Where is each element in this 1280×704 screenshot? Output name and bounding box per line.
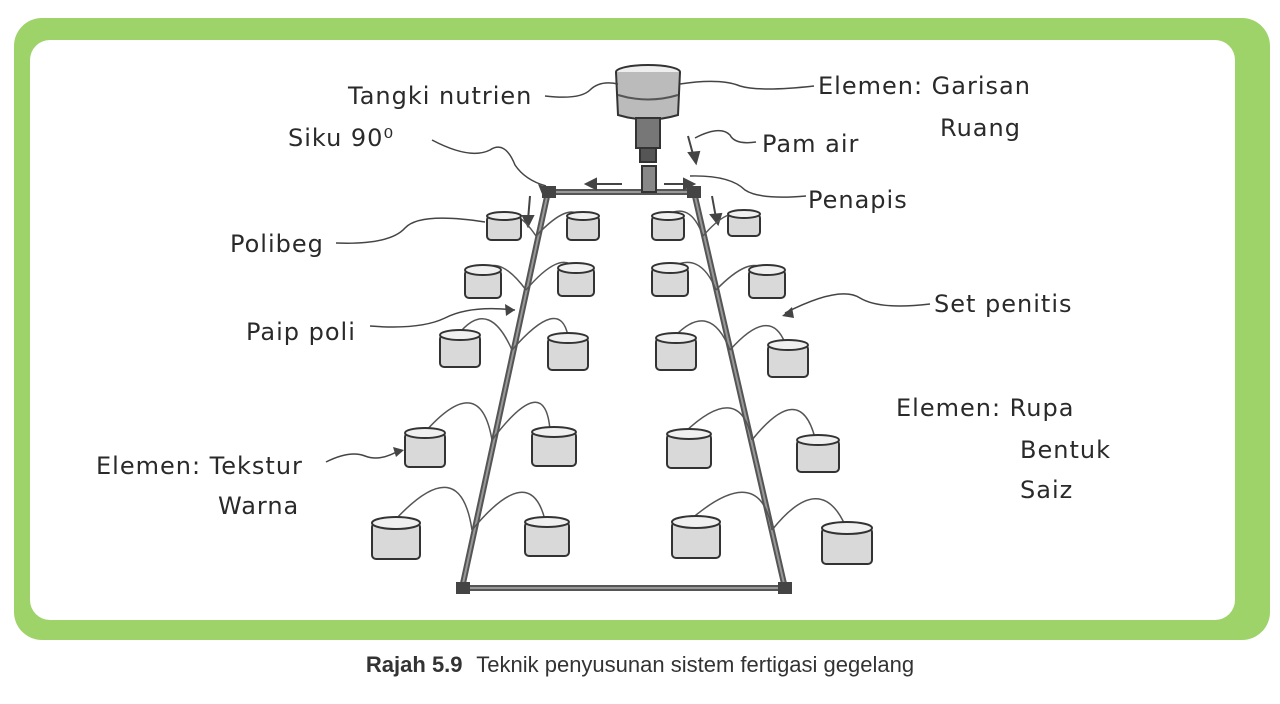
elbow-joint-top-right — [687, 186, 701, 198]
label-bentuk: Bentuk — [1020, 436, 1111, 464]
polybag — [486, 211, 522, 241]
polybag — [524, 516, 570, 557]
polybag — [531, 426, 577, 467]
polybag — [651, 211, 685, 241]
polybag — [547, 332, 589, 371]
white-panel — [30, 40, 1235, 620]
label-set-penitis: Set penitis — [934, 290, 1073, 318]
label-siku: Siku 90⁰ — [288, 124, 394, 152]
fertigation-diagram: Tangki nutrien Siku 90⁰ Elemen: Garisan … — [14, 18, 1270, 640]
label-tangki-nutrien: Tangki nutrien — [347, 82, 532, 110]
caption-text: Teknik penyusunan sistem fertigasi gegel… — [476, 652, 915, 677]
label-warna: Warna — [218, 492, 299, 520]
polybag — [371, 516, 421, 560]
polybag — [439, 329, 481, 368]
polybag — [651, 262, 689, 297]
label-ruang: Ruang — [940, 114, 1021, 142]
elbow-joint-bottom-right — [778, 582, 792, 594]
label-elemen-rupa: Elemen: Rupa — [896, 394, 1074, 422]
polybag — [671, 515, 721, 559]
nutrient-tank — [615, 64, 681, 163]
polybag — [464, 264, 502, 299]
polybag — [404, 427, 446, 468]
polybag — [727, 209, 761, 237]
polybag — [767, 339, 809, 378]
label-pam-air: Pam air — [762, 130, 859, 158]
label-elemen-tekstur: Elemen: Tekstur — [96, 452, 303, 480]
leader-lines — [325, 80, 931, 463]
elbow-joint-bottom-left — [456, 582, 470, 594]
pump-and-filter — [641, 165, 657, 193]
polybag — [557, 262, 595, 297]
label-paip-poli: Paip poli — [246, 318, 356, 346]
polybag — [566, 211, 600, 241]
label-penapis: Penapis — [808, 186, 908, 214]
label-elemen-garisan: Elemen: Garisan — [818, 72, 1031, 100]
flow-arrows — [521, 135, 723, 229]
polybag — [666, 428, 712, 469]
label-polibeg: Polibeg — [230, 230, 324, 258]
polybag — [748, 264, 786, 299]
polybag — [655, 332, 697, 371]
polybag — [821, 521, 873, 565]
caption-number: Rajah 5.9 — [365, 652, 463, 677]
figure-caption: Rajah 5.9 Teknik penyusunan sistem ferti… — [0, 652, 1280, 678]
label-saiz: Saiz — [1020, 476, 1073, 504]
polybags — [371, 209, 873, 565]
polybag — [796, 434, 840, 473]
